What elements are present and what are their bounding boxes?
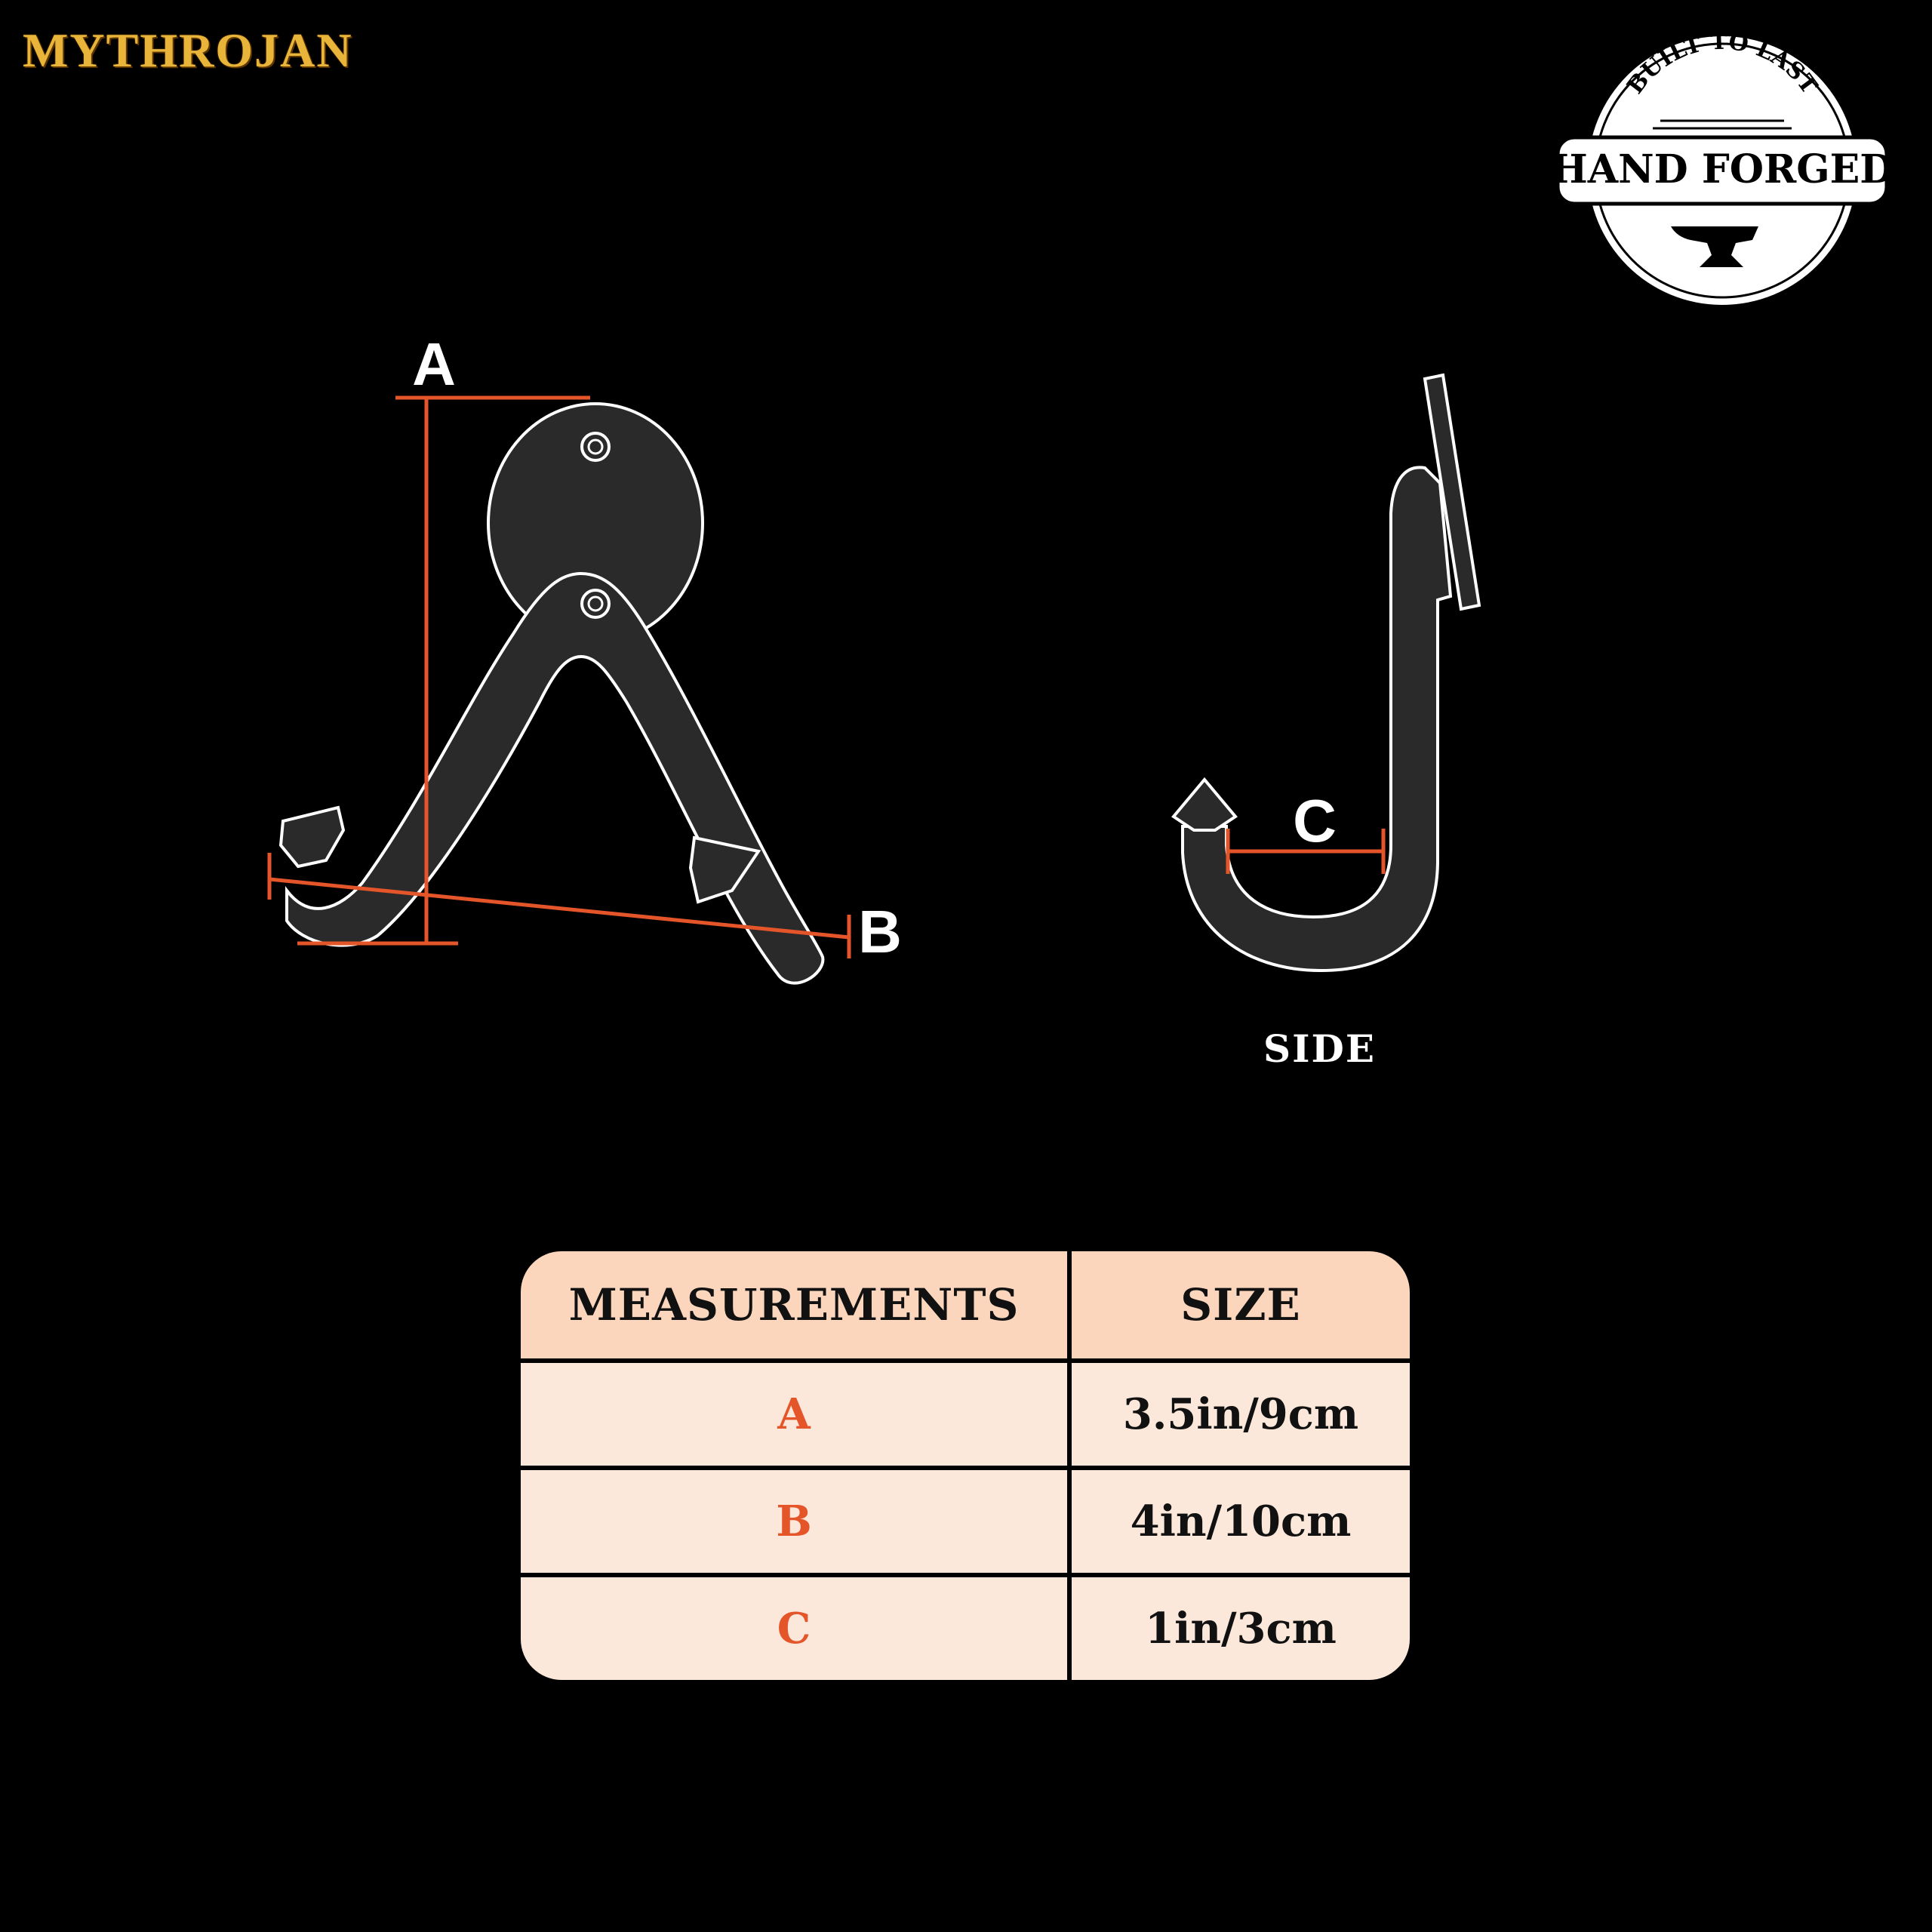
brand-logo-text: MYTHROJAN — [23, 23, 353, 77]
hand-forged-badge: BUILT TO LAST HAND FORGED — [1551, 29, 1894, 305]
table-row: B 4in/10cm — [521, 1466, 1410, 1573]
measure-b-line — [269, 877, 850, 940]
label-a: A — [412, 331, 456, 398]
row-size: 3.5in/9cm — [1072, 1358, 1410, 1466]
side-view-hook — [1171, 373, 1481, 973]
badge-ribbon — [1555, 135, 1889, 206]
right-finial — [688, 835, 761, 904]
left-finial — [278, 805, 346, 869]
front-view-hook — [278, 402, 825, 985]
row-key: B — [521, 1466, 1072, 1573]
badge-main-text: HAND FORGED — [1551, 146, 1894, 192]
header-size: SIZE — [1072, 1251, 1410, 1358]
table-row: A 3.5in/9cm — [521, 1358, 1410, 1466]
row-size: 4in/10cm — [1072, 1466, 1410, 1573]
row-key: C — [521, 1573, 1072, 1680]
measurements-table: MEASUREMENTS SIZE A 3.5in/9cm B 4in/10cm… — [521, 1251, 1410, 1680]
brand-logo: MYTHROJAN — [23, 23, 353, 78]
side-tip-finial — [1171, 777, 1238, 832]
label-c: C — [1293, 787, 1337, 854]
row-key: A — [521, 1358, 1072, 1466]
hook-arms — [285, 571, 825, 985]
header-measurements: MEASUREMENTS — [521, 1251, 1072, 1358]
screw-hole-top — [580, 432, 611, 462]
side-j-hook — [1181, 466, 1453, 973]
anvil-icon — [1671, 226, 1758, 267]
table-row: C 1in/3cm — [521, 1573, 1410, 1680]
screw-hole-bottom — [580, 589, 611, 619]
row-size: 1in/3cm — [1072, 1573, 1410, 1680]
side-view-caption: SIDE — [1263, 1026, 1376, 1071]
side-wall-plate — [1423, 373, 1481, 611]
label-b: B — [858, 898, 902, 965]
table-header-row: MEASUREMENTS SIZE — [521, 1251, 1410, 1358]
